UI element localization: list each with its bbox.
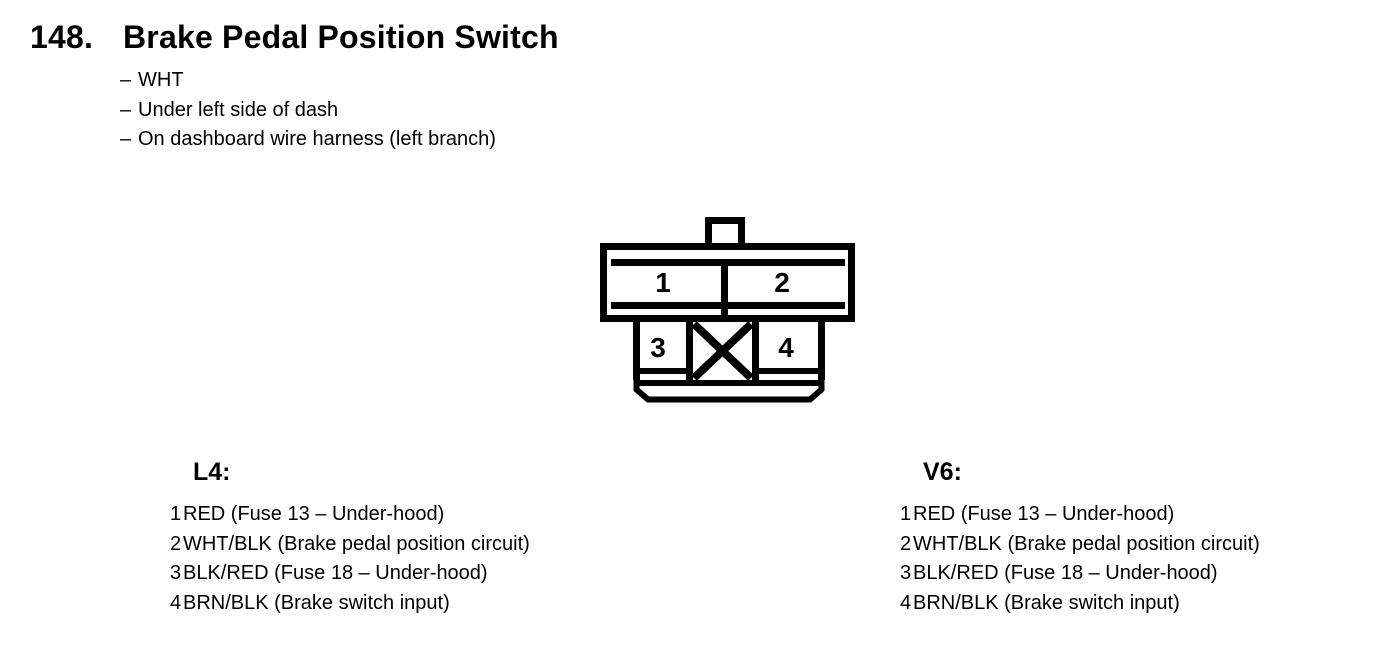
pin-description: BRN/BLK (Brake switch input): [913, 591, 1180, 614]
pin-description: WHT/BLK (Brake pedal position circuit): [913, 532, 1260, 555]
pin-number: 4: [900, 591, 912, 614]
pin-1-label: 1: [655, 267, 671, 298]
pin-row: 3BLK/RED (Fuse 18 – Under-hood): [900, 559, 1260, 589]
pinout-v6-heading: V6:: [923, 458, 962, 486]
connector-diagram: 1 2 3 4: [600, 217, 855, 403]
lower-wall-right: [818, 318, 825, 380]
pin-description: BLK/RED (Fuse 18 – Under-hood): [183, 562, 488, 584]
lower-wall-3x: [686, 318, 693, 380]
pin-row: 4BRN/BLK (Brake switch input): [170, 589, 530, 619]
bullet-item: –Under left side of dash: [120, 96, 496, 126]
pin-number: 1: [170, 503, 182, 525]
pin-row: 2WHT/BLK (Brake pedal position circuit): [900, 530, 1260, 560]
pin-2-label: 2: [774, 267, 790, 298]
pin-4-label: 4: [778, 332, 794, 363]
pin-number: 1: [900, 503, 912, 525]
blocked-cavity-x-stroke: [691, 321, 754, 381]
pin-number: 2: [170, 532, 182, 555]
bullet-text: WHT: [138, 69, 184, 91]
shelf-under-3: [633, 368, 693, 374]
lower-wall-x4: [752, 318, 759, 380]
connector-top-tab: [705, 217, 745, 250]
dash-marker: –: [120, 128, 132, 150]
pin-row: 1RED (Fuse 13 – Under-hood): [900, 500, 1260, 530]
pin-number: 3: [170, 562, 182, 584]
title-text: Brake Pedal Position Switch: [123, 19, 559, 55]
bullet-text: Under left side of dash: [138, 98, 339, 121]
bullet-item: –On dashboard wire harness (left branch): [120, 125, 496, 155]
pinout-l4-heading: L4:: [193, 458, 231, 486]
pin-row: 4BRN/BLK (Brake switch input): [900, 589, 1260, 619]
pin-number: 2: [900, 532, 912, 555]
shelf-under-4: [752, 368, 825, 374]
pin-description: RED (Fuse 13 – Under-hood): [183, 503, 445, 525]
dash-marker: –: [120, 98, 132, 121]
pin-description: BLK/RED (Fuse 18 – Under-hood): [913, 562, 1218, 584]
page-title: 148. Brake Pedal Position Switch: [30, 19, 559, 55]
pin-number: 3: [900, 562, 912, 584]
pin-row: 3BLK/RED (Fuse 18 – Under-hood): [170, 559, 530, 589]
cavity-divider-1-2: [721, 259, 728, 316]
dash-marker: –: [120, 69, 132, 91]
pin-description: RED (Fuse 13 – Under-hood): [913, 503, 1175, 525]
pin-row: 2WHT/BLK (Brake pedal position circuit): [170, 530, 530, 560]
pin-number: 4: [170, 591, 182, 614]
pinout-v6-list: 1RED (Fuse 13 – Under-hood) 2WHT/BLK (Br…: [900, 500, 1260, 618]
pinout-l4-list: 1RED (Fuse 13 – Under-hood) 2WHT/BLK (Br…: [170, 500, 530, 618]
pin-description: BRN/BLK (Brake switch input): [183, 591, 450, 614]
bullet-text: On dashboard wire harness (left branch): [138, 128, 496, 150]
pin-3-label: 3: [650, 332, 666, 363]
bullet-list: –WHT –Under left side of dash –On dashbo…: [120, 66, 496, 155]
pin-description: WHT/BLK (Brake pedal position circuit): [183, 532, 530, 555]
bullet-item: –WHT: [120, 66, 496, 96]
connector-base: [633, 380, 825, 403]
pin-row: 1RED (Fuse 13 – Under-hood): [170, 500, 530, 530]
item-number: 148.: [30, 19, 94, 55]
lower-wall-left: [633, 318, 640, 380]
